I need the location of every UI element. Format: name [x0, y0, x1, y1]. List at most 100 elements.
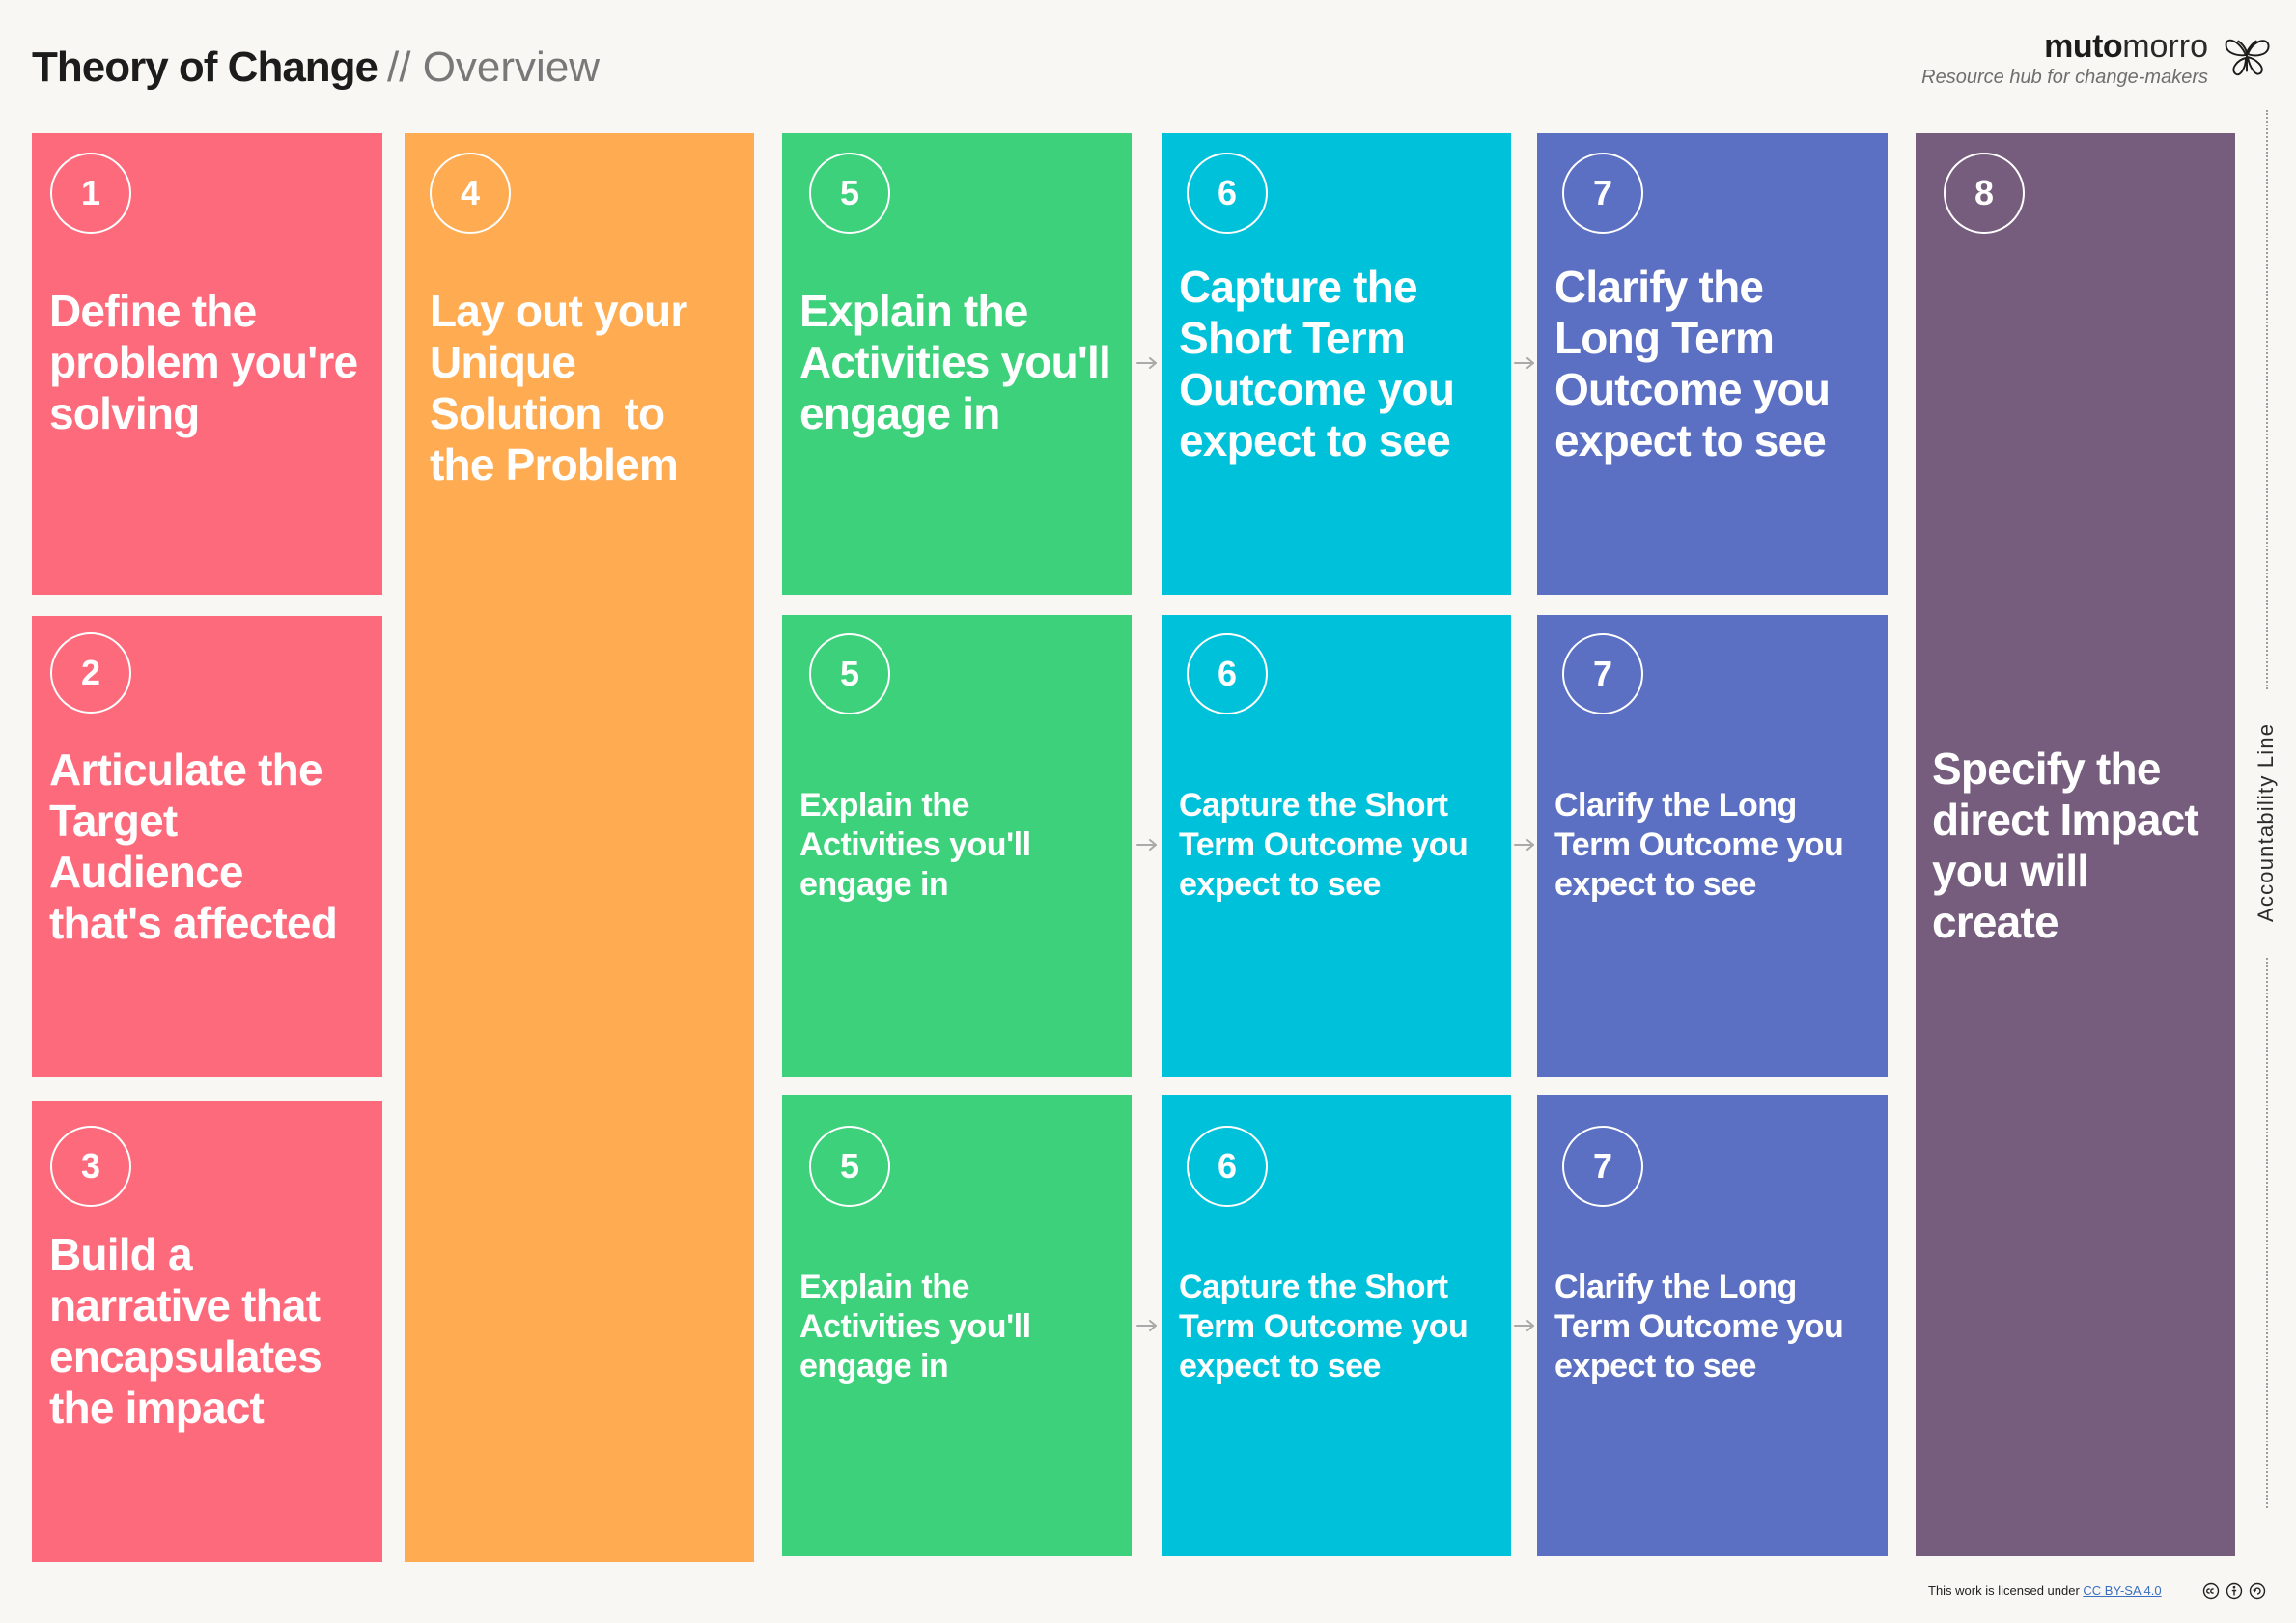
card-text-line: Build a [49, 1229, 193, 1279]
card-text-line: expect to see [1554, 415, 1827, 465]
card-text-line: narrative that [49, 1280, 321, 1330]
card-text-line: expect to see [1554, 866, 1756, 903]
card-text-line: Lay out your [430, 286, 687, 336]
card-text-line: expect to see [1179, 1348, 1381, 1385]
cc-icon [2202, 1582, 2220, 1600]
card-short-term-outcome: 6 Capture the Short Term Outcome you exp… [1162, 133, 1511, 595]
card-long-term-outcome: 7 Clarify the Long Term Outcome you expe… [1537, 133, 1888, 595]
card-text-line: Long Term [1554, 313, 1775, 363]
step-number-badge: 2 [50, 632, 131, 714]
card-text-line: you will [1932, 846, 2089, 896]
card-text-line: Articulate the [49, 744, 323, 795]
card-text-line: that's affected [49, 898, 338, 948]
card-text: Explain the Activities you'll engage in [799, 1268, 1124, 1386]
brand-logo: mutomorro Resource hub for change-makers [1921, 27, 2208, 89]
card-text-line: Short Term [1179, 313, 1406, 363]
card-text-line: Term Outcome you [1554, 826, 1844, 863]
card-text: Clarify the Long Term Outcome you expect… [1554, 786, 1880, 905]
card-text-line: Activities you'll [799, 1308, 1031, 1345]
card-text-line: Activities you'll [799, 337, 1111, 387]
card-text: Capture the Short Term Outcome you expec… [1179, 786, 1503, 905]
card-text: Explain the Activities you'll engage in [799, 286, 1124, 439]
by-icon [2226, 1582, 2243, 1600]
card-impact: 8 Specify the direct Impact you will cre… [1916, 133, 2235, 1556]
step-number-badge: 7 [1562, 1126, 1643, 1207]
card-text-line: expect to see [1179, 415, 1451, 465]
page-title: Theory of Change// Overview [32, 42, 600, 93]
card-text-line: Outcome you [1554, 364, 1831, 414]
card-text: Clarify the Long Term Outcome you expect… [1554, 1268, 1880, 1386]
step-number-badge: 7 [1562, 633, 1643, 714]
card-text-line: encapsulates [49, 1331, 322, 1382]
card-text: Explain the Activities you'll engage in [799, 786, 1124, 905]
card-text-line: Explain the [799, 1269, 969, 1305]
card-text: Define the problem you're solving [49, 286, 375, 439]
brand-name: mutomorro [1921, 27, 2208, 66]
accountability-line [2266, 110, 2268, 689]
accountability-line-label: Accountability Line [2254, 722, 2278, 923]
arrow-right-icon [1514, 357, 1534, 369]
card-text-line: the impact [49, 1383, 265, 1433]
card-text: Lay out your Unique Solution to the Prob… [430, 286, 746, 490]
step-number-badge: 3 [50, 1126, 131, 1207]
arrow-right-icon [1514, 839, 1534, 851]
step-number-badge: 4 [430, 153, 511, 234]
card-text: Build a narrative that encapsulates the … [49, 1229, 375, 1434]
card-text-line: expect to see [1179, 866, 1381, 903]
step-number-badge: 1 [50, 153, 131, 234]
card-problem: 1 Define the problem you're solving [32, 133, 382, 595]
arrow-right-icon [1136, 1320, 1157, 1331]
step-number-badge: 6 [1187, 153, 1268, 234]
card-text: Specify the direct Impact you will creat… [1932, 743, 2227, 948]
arrow-right-icon [1136, 357, 1157, 369]
accountability-line [2266, 958, 2268, 1508]
card-text: Capture the Short Term Outcome you expec… [1179, 1268, 1503, 1386]
card-text-line: engage in [799, 1348, 949, 1385]
butterfly-icon [2225, 39, 2270, 76]
brand-tagline: Resource hub for change-makers [1921, 67, 2208, 88]
brand-name-bold: muto [2044, 28, 2123, 65]
card-long-term-outcome: 7 Clarify the Long Term Outcome you expe… [1537, 615, 1888, 1077]
card-text-line: Outcome you [1179, 364, 1455, 414]
card-text-line: solving [49, 388, 200, 438]
step-number-badge: 5 [809, 633, 890, 714]
card-text: Articulate the Target Audience that's af… [49, 744, 375, 949]
sa-icon [2249, 1582, 2266, 1600]
card-text-line: create [1932, 897, 2059, 947]
card-text-line: expect to see [1554, 1348, 1756, 1385]
card-activities: 5 Explain the Activities you'll engage i… [782, 133, 1132, 595]
card-text-line: Clarify the [1554, 262, 1764, 312]
card-text-line: Unique [430, 337, 576, 387]
card-activities: 5 Explain the Activities you'll engage i… [782, 615, 1132, 1077]
card-text-line: Clarify the Long [1554, 787, 1797, 824]
card-text-line: Capture the [1179, 262, 1418, 312]
license-text: This work is licensed under [1928, 1583, 2084, 1598]
card-activities: 5 Explain the Activities you'll engage i… [782, 1095, 1132, 1556]
card-solution: 4 Lay out your Unique Solution to the Pr… [405, 133, 754, 1562]
card-text-line: Specify the [1932, 743, 2161, 794]
license-notice: This work is licensed under CC BY-SA 4.0 [1928, 1583, 2162, 1599]
card-short-term-outcome: 6 Capture the Short Term Outcome you exp… [1162, 1095, 1511, 1556]
card-text-line: problem you're [49, 337, 358, 387]
brand-name-light: morro [2122, 28, 2208, 65]
card-text-line: Target [49, 796, 178, 846]
card-text: Capture the Short Term Outcome you expec… [1179, 262, 1503, 466]
step-number-badge: 5 [809, 1126, 890, 1207]
title-main: Theory of Change [32, 43, 378, 91]
card-short-term-outcome: 6 Capture the Short Term Outcome you exp… [1162, 615, 1511, 1077]
card-text-line: engage in [799, 866, 949, 903]
license-link[interactable]: CC BY-SA 4.0 [2083, 1583, 2162, 1598]
card-text-line: Solution to [430, 388, 665, 438]
arrow-right-icon [1514, 1320, 1534, 1331]
card-long-term-outcome: 7 Clarify the Long Term Outcome you expe… [1537, 1095, 1888, 1556]
card-text-line: Audience [49, 847, 243, 897]
step-number-badge: 5 [809, 153, 890, 234]
step-number-badge: 8 [1944, 153, 2025, 234]
card-text-line: Capture the Short [1179, 787, 1448, 824]
card-text-line: the Problem [430, 439, 679, 490]
card-text-line: Activities you'll [799, 826, 1031, 863]
card-text-line: Define the [49, 286, 257, 336]
card-text-line: engage in [799, 388, 1000, 438]
card-text-line: Explain the [799, 286, 1028, 336]
card-narrative: 3 Build a narrative that encapsulates th… [32, 1101, 382, 1562]
